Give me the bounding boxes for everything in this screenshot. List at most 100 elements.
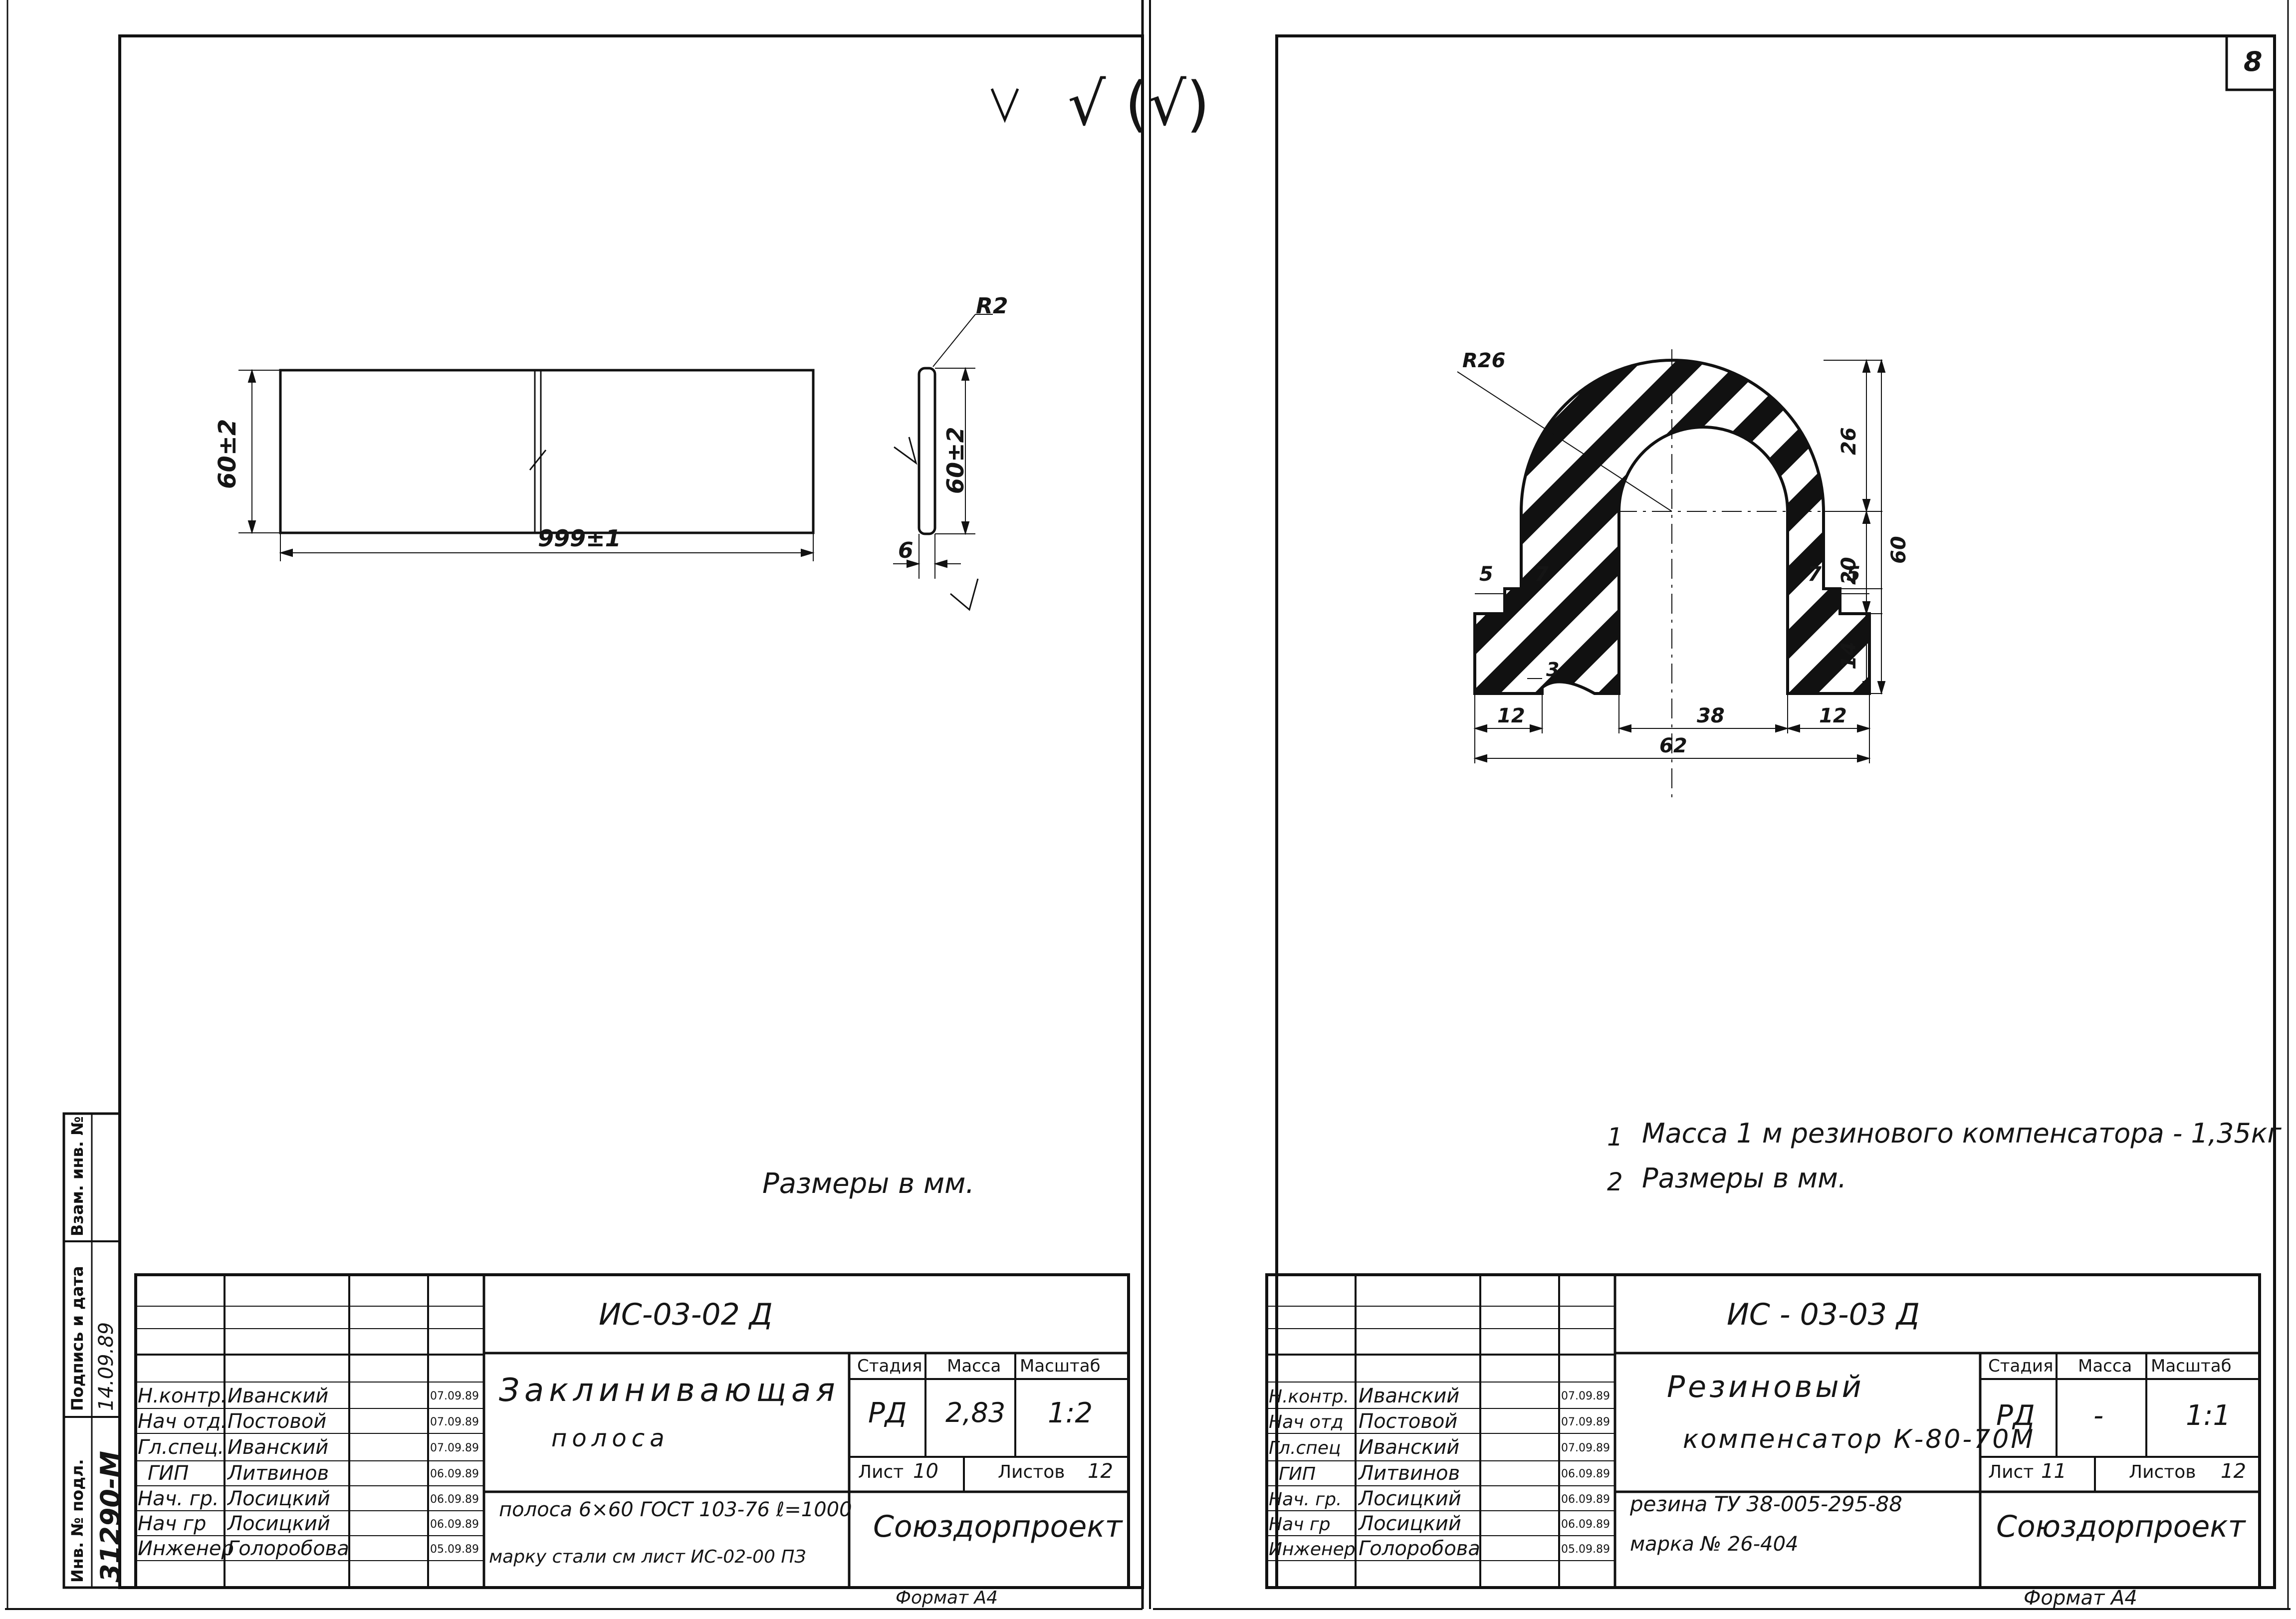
side-stamp-inventory-number: 31290-M <box>95 1450 126 1583</box>
page-number: 8 <box>2244 46 2263 77</box>
dimension-width: 60±2 <box>214 419 241 489</box>
radius-label: R26 <box>1462 349 1506 372</box>
staff-date: 07.09.89 <box>1561 1390 1610 1402</box>
staff-name: Постовой <box>1359 1410 1458 1433</box>
part-name-line2: компенсатор К-80-70М <box>1683 1424 2036 1454</box>
staff-name: Голоробова <box>228 1537 349 1560</box>
scale-label: Масштаб <box>1020 1356 1101 1376</box>
sheet-number: 11 <box>2041 1460 2066 1483</box>
dimension-right-width: 12 <box>1819 704 1847 727</box>
sheet-number: 10 <box>913 1460 938 1483</box>
dimension-top-height: 26 <box>1837 427 1860 455</box>
dimension-step-left: 5 <box>1479 563 1493 586</box>
sheet-label: Лист <box>1988 1462 2034 1482</box>
dimensions-note: Размеры в мм. <box>762 1167 975 1200</box>
dimension-left-width: 12 <box>1497 704 1525 727</box>
side-stamp-header-signature: Подпись и дата <box>68 1266 87 1411</box>
side-stamp-date: 14.09.89 <box>95 1322 118 1411</box>
staff-name: Лосицкий <box>1359 1487 1461 1510</box>
sheets-label: Листов <box>2129 1462 2196 1482</box>
dimension-notch-left: 7 <box>1535 563 1549 586</box>
roughness-mark <box>990 88 1019 123</box>
sheets-label: Листов <box>998 1462 1065 1482</box>
staff-name: Литвинов <box>1359 1462 1460 1485</box>
sheet-right-linework <box>1149 0 2291 1610</box>
stage-label: Стадия <box>1988 1356 2054 1376</box>
stage-value: РД <box>1996 1399 2035 1432</box>
staff-date: 06.09.89 <box>430 1468 479 1480</box>
staff-name: Литвинов <box>228 1462 329 1485</box>
staff-date: 06.09.89 <box>430 1493 479 1506</box>
dimension-notch-right: 7 <box>1808 563 1822 586</box>
staff-name: Голоробова <box>1359 1537 1480 1560</box>
stage-value: РД <box>868 1397 907 1429</box>
organization-name: Союздорпроект <box>873 1509 1123 1544</box>
staff-name: Иванский <box>228 1436 329 1459</box>
mass-label: Масса <box>947 1356 1001 1376</box>
dimension-length: 999±1 <box>538 525 621 552</box>
staff-date: 07.09.89 <box>430 1416 479 1428</box>
dimension-step-right: 5 <box>1846 563 1860 586</box>
staff-date: 07.09.89 <box>1561 1442 1610 1454</box>
dimension-section-height: 60±2 <box>942 427 969 494</box>
staff-date: 06.09.89 <box>1561 1468 1610 1480</box>
side-stamp-header-replaced: Взам. инв. № <box>68 1116 87 1236</box>
staff-date: 05.09.89 <box>430 1543 479 1556</box>
drawing-sheet-left: √ (√) R2 60±2 999±1 60±2 6 Размеры в мм.… <box>5 0 1210 1610</box>
staff-date: 05.09.89 <box>1561 1543 1610 1556</box>
staff-name: Лосицкий <box>228 1512 330 1535</box>
material-line1: резина ТУ 38-005-295-88 <box>1630 1492 1902 1516</box>
staff-name: Лосицкий <box>1359 1512 1461 1535</box>
note-number: 2 <box>1607 1167 1623 1196</box>
document-code: ИС - 03-03 Д <box>1727 1297 1920 1332</box>
drawing-sheet-right: 8 R26 26 20 60 14 12 38 12 62 5 5 7 7 3 … <box>1148 0 2296 1619</box>
strip-plan-view <box>279 369 815 534</box>
dimension-low-height: 14 <box>1837 642 1860 670</box>
staff-name: Иванский <box>228 1385 329 1407</box>
staff-role: Гл.спец <box>1269 1438 1341 1458</box>
staff-role: Инженер <box>138 1537 234 1560</box>
dimension-thickness: 6 <box>898 538 914 563</box>
staff-role: Нач отд. <box>138 1410 228 1433</box>
surface-finish-mark: √ (√) <box>1068 70 1210 139</box>
material-line2: марка № 26-404 <box>1630 1533 1799 1556</box>
dimension-total-width: 62 <box>1659 734 1687 757</box>
note-number: 1 <box>1607 1123 1623 1152</box>
staff-name: Иванский <box>1359 1385 1460 1407</box>
scale-value: 1:2 <box>1048 1397 1093 1429</box>
sheet-left-linework <box>5 0 1144 1610</box>
staff-role: Гл.спец. <box>138 1436 225 1459</box>
organization-name: Союздорпроект <box>1996 1509 2246 1544</box>
dimension-total-height: 60 <box>1887 536 1910 564</box>
radius-label: R2 <box>976 293 1008 319</box>
staff-role: ГИП <box>1279 1464 1316 1484</box>
part-name-line2: полоса <box>551 1424 670 1452</box>
title-block-grid <box>1265 1273 2261 1589</box>
staff-role: Нач. гр. <box>1269 1489 1342 1510</box>
material-line2: марку стали см лист ИС-02-00 ПЗ <box>489 1547 806 1567</box>
note-text: Масса 1 м резинового компенсатора - 1,35… <box>1642 1118 2282 1149</box>
stage-label: Стадия <box>857 1356 922 1376</box>
staff-name: Постовой <box>228 1410 327 1433</box>
mass-value: 2,83 <box>945 1397 1006 1428</box>
title-block-grid <box>134 1273 1130 1589</box>
staff-role: Нач гр <box>1269 1514 1331 1535</box>
staff-name: Иванский <box>1359 1436 1460 1459</box>
dimension-gap: 3 <box>1546 659 1560 681</box>
staff-role: Н.контр. <box>1269 1387 1350 1407</box>
sheet-label: Лист <box>858 1462 904 1482</box>
dimension-inner-width: 38 <box>1697 704 1725 727</box>
part-name-line1: Резиновый <box>1667 1370 1864 1404</box>
staff-role: Нач отд <box>1269 1412 1344 1432</box>
scale-label: Масштаб <box>2151 1356 2232 1376</box>
staff-date: 07.09.89 <box>430 1390 479 1402</box>
staff-role: ГИП <box>148 1462 189 1485</box>
staff-date: 06.09.89 <box>1561 1518 1610 1531</box>
part-name-line1: Заклинивающая <box>499 1372 840 1409</box>
side-stamp-header-original: Инв. № подл. <box>68 1459 87 1583</box>
staff-role: Нач гр <box>138 1512 207 1535</box>
note-text: Размеры в мм. <box>1642 1162 1847 1194</box>
sheets-total: 12 <box>2221 1460 2246 1483</box>
staff-date: 07.09.89 <box>430 1442 479 1454</box>
sheet-format: Формат А4 <box>896 1588 998 1608</box>
